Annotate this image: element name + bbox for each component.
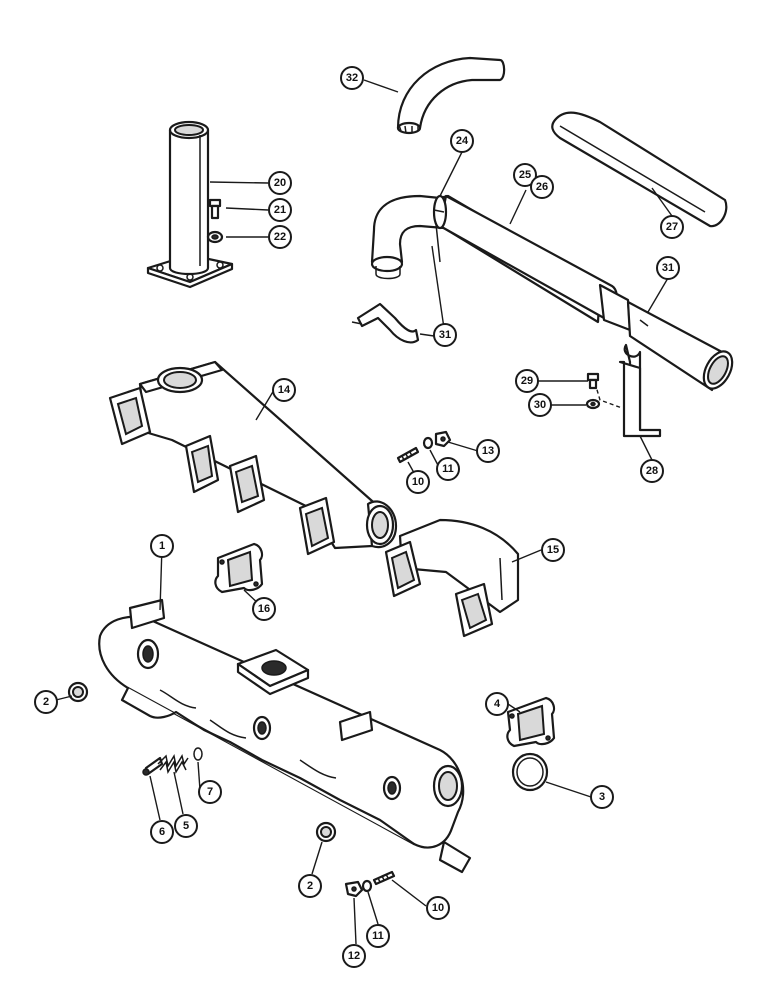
callout-label: 26	[536, 181, 548, 193]
callout-31-clamp: 31	[433, 323, 457, 347]
heat-shield-part-27	[551, 111, 728, 228]
callout-2-lower: 2	[298, 874, 322, 898]
callout-label: 1	[159, 540, 165, 552]
clamp-part-31	[351, 302, 420, 344]
callout-label: 28	[646, 465, 658, 477]
callout-label: 2	[307, 880, 313, 892]
callout-29: 29	[515, 369, 539, 393]
callout-7: 7	[198, 780, 222, 804]
callout-15: 15	[541, 538, 565, 562]
callout-label: 13	[482, 445, 494, 457]
callout-32: 32	[340, 66, 364, 90]
callout-28: 28	[640, 459, 664, 483]
callout-10-upper: 10	[406, 470, 430, 494]
callout-label: 4	[494, 698, 501, 710]
callout-11-upper: 11	[436, 457, 460, 481]
callout-label: 20	[274, 177, 286, 189]
spring-part-5	[157, 753, 189, 775]
callout-10-lower: 10	[426, 896, 450, 920]
lockwasher-part-11-upper	[422, 436, 434, 450]
callout-20: 20	[268, 171, 292, 195]
callout-3: 3	[590, 785, 614, 809]
screw-part-29	[586, 372, 600, 390]
lockwasher-part-11-lower	[361, 879, 373, 893]
stack-pipe-part-20	[146, 120, 234, 289]
exhaust-elbow-part-32	[396, 56, 506, 135]
muffler-part-25-26	[432, 194, 632, 332]
nut-part-12	[344, 880, 364, 898]
callout-label: 31	[439, 329, 451, 341]
callout-label: 12	[348, 950, 360, 962]
callout-label: 30	[534, 399, 546, 411]
exhaust-manifold-part-14	[108, 360, 398, 556]
callout-label: 5	[183, 820, 189, 832]
callout-22: 22	[268, 225, 292, 249]
plug-part-2-left	[67, 681, 89, 703]
callout-label: 14	[278, 384, 291, 396]
callout-31-muffler: 31	[656, 256, 680, 280]
callout-label: 7	[207, 786, 213, 798]
callout-label: 16	[258, 603, 270, 615]
callout-5: 5	[174, 814, 198, 838]
stud-part-10-upper	[396, 446, 420, 464]
callout-27: 27	[660, 215, 684, 239]
leader-lines	[55, 79, 673, 945]
plug-part-2-lower	[315, 821, 337, 843]
seal-ring-part-3	[511, 752, 549, 792]
callout-2-left: 2	[34, 690, 58, 714]
callout-16: 16	[252, 597, 276, 621]
plunger-stud-part-6	[142, 756, 164, 776]
callout-12: 12	[342, 944, 366, 968]
callout-label: 10	[412, 476, 424, 488]
callout-label: 11	[442, 463, 454, 475]
callout-label: 22	[274, 231, 286, 243]
callout-1: 1	[150, 534, 174, 558]
callout-30: 30	[528, 393, 552, 417]
callout-21: 21	[268, 198, 292, 222]
callout-label: 24	[456, 135, 469, 147]
intake-manifold-part-1	[98, 598, 472, 874]
callout-label: 3	[599, 791, 605, 803]
callout-6: 6	[150, 820, 174, 844]
callout-label: 29	[521, 375, 533, 387]
callout-4: 4	[485, 692, 509, 716]
retaining-ring-part-7	[193, 747, 203, 761]
nut-part-13	[434, 430, 452, 448]
manifold-front-section-part-15	[384, 518, 520, 638]
callout-26: 26	[530, 175, 554, 199]
inlet-elbow-part-24	[370, 194, 446, 280]
gasket-part-16	[214, 542, 264, 594]
callout-11-lower: 11	[366, 924, 390, 948]
callout-label: 32	[346, 72, 358, 84]
callout-label: 25	[519, 169, 531, 181]
washer-part-22	[206, 230, 224, 244]
callout-25: 25	[513, 163, 537, 187]
callout-24: 24	[450, 129, 474, 153]
support-bracket-part-28	[594, 343, 662, 438]
callout-label: 10	[432, 902, 444, 914]
gasket-part-4	[506, 696, 556, 748]
callout-label: 11	[372, 930, 384, 942]
callout-label: 6	[159, 826, 165, 838]
callout-13: 13	[476, 439, 500, 463]
callout-label: 2	[43, 696, 49, 708]
bolt-part-21	[208, 198, 222, 220]
stud-part-10-lower	[372, 870, 396, 886]
washer-part-30	[585, 398, 601, 410]
callout-label: 15	[547, 544, 559, 556]
callout-label: 31	[662, 262, 674, 274]
callout-label: 27	[666, 221, 678, 233]
callout-14: 14	[272, 378, 296, 402]
callout-label: 21	[274, 204, 286, 216]
outlet-tailpipe	[626, 300, 734, 392]
